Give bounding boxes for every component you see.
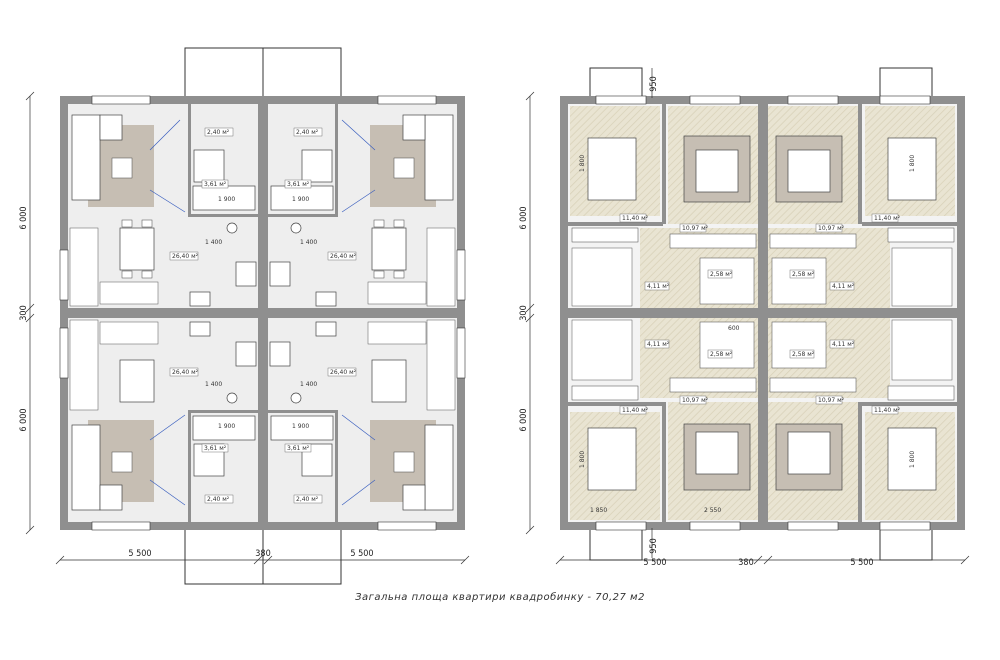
balcony-top-left — [184, 47, 264, 99]
right-wc-area-bottom-left: 2,58 м² — [710, 351, 733, 358]
right-dim-h-left: 5 500 — [643, 558, 666, 568]
right-wc-area-top-right: 2,58 м² — [792, 271, 815, 278]
right-hall-area-top-left: 4,11 м² — [647, 283, 670, 290]
right-dim-v-mid: 300 — [519, 305, 529, 320]
right-bedroom-area-bottom-left: 11,40 м² — [622, 407, 649, 414]
left-bath-width-bottom-right: 1 900 — [292, 423, 309, 430]
right-bedroom2-area-bottom-right: 10,97 м² — [818, 397, 845, 404]
balcony-bottom-left-r — [589, 527, 643, 561]
right-hall-area-bottom-left: 4,11 м² — [647, 341, 670, 348]
left-bath-width-top-left: 1 900 — [218, 196, 235, 203]
right-bed-size-top-left: 1 800 — [579, 155, 586, 172]
balcony-bottom-left — [184, 527, 264, 585]
center-wall-h — [68, 308, 457, 318]
balcony-bottom-right — [262, 527, 342, 585]
balcony-top-right-r — [879, 67, 933, 99]
balcony-bottom-right-r — [879, 527, 933, 561]
right-w600-top: 600 — [728, 325, 740, 332]
left-kitchen-width-bottom-right: 1 400 — [300, 381, 317, 388]
left-bath-area-bottom-right: 3,61 м² — [287, 445, 310, 452]
right-floor-plan: 11,40 м² 11,40 м² 11,40 м² 11,40 м² 10,9… — [519, 67, 970, 568]
right-wardrobe-size: 2 550 — [704, 507, 721, 514]
left-dim-v-bottom: 6 000 — [19, 408, 29, 431]
left-dim-v-top: 6 000 — [19, 206, 29, 229]
left-kitchen-width-bottom-left: 1 400 — [205, 381, 222, 388]
left-wc-area-top-right: 2,40 м² — [296, 129, 319, 136]
left-kitchen-width-top-left: 1 400 — [205, 239, 222, 246]
right-dim-balcony-top: 950 — [649, 76, 659, 91]
right-bed-size-bottom-right: 1 800 — [909, 451, 916, 468]
left-floor-plan: 2,40 м² 2,40 м² 2,40 м² 2,40 м² 3,61 м² … — [19, 47, 470, 585]
balcony-top-right — [262, 47, 342, 99]
right-bedroom-area-top-left: 11,40 м² — [622, 215, 649, 222]
left-dim-h-mid: 380 — [255, 549, 270, 559]
right-dim-v-bottom: 6 000 — [519, 408, 529, 431]
right-bed-size-top-right: 1 800 — [909, 155, 916, 172]
left-living-area-top-right: 26,40 м² — [330, 253, 357, 260]
left-bath-area-bottom-left: 3,61 м² — [204, 445, 227, 452]
right-dim-h-right: 5 500 — [850, 558, 873, 568]
left-dim-h-left: 5 500 — [128, 549, 151, 559]
left-wc-area-bottom-left: 2,40 м² — [207, 496, 230, 503]
left-dim-v-mid: 300 — [19, 305, 29, 320]
right-wc-area-bottom-right: 2,58 м² — [792, 351, 815, 358]
left-dim-h-right: 5 500 — [350, 549, 373, 559]
left-kitchen-width-top-right: 1 400 — [300, 239, 317, 246]
left-wc-area-bottom-right: 2,40 м² — [296, 496, 319, 503]
right-bedroom2-area-top-left: 10,97 м² — [682, 225, 709, 232]
right-hall-area-top-right: 4,11 м² — [832, 283, 855, 290]
balcony-top-left-r — [589, 67, 643, 99]
left-living-area-bottom-right: 26,40 м² — [330, 369, 357, 376]
right-bedroom2-area-top-right: 10,97 м² — [818, 225, 845, 232]
right-dim-v-top: 6 000 — [519, 206, 529, 229]
right-dim-h-mid: 380 — [738, 558, 753, 568]
left-bath-width-bottom-left: 1 900 — [218, 423, 235, 430]
left-living-area-bottom-left: 26,40 м² — [172, 369, 199, 376]
right-bed-size-bottom-left: 1 800 — [579, 451, 586, 468]
right-bedroom-area-top-right: 11,40 м² — [874, 215, 901, 222]
left-wc-area-top-left: 2,40 м² — [207, 129, 230, 136]
right-hall-area-bottom-right: 4,11 м² — [832, 341, 855, 348]
left-bath-width-top-right: 1 900 — [292, 196, 309, 203]
right-corner-size: 1 850 — [590, 507, 607, 514]
left-living-area-top-left: 26,40 м² — [172, 253, 199, 260]
total-area-caption: Загальна площа квартири квадробинку - 70… — [355, 592, 645, 603]
right-bedroom2-area-bottom-left: 10,97 м² — [682, 397, 709, 404]
right-dim-balcony-bottom: 950 — [649, 538, 659, 553]
right-wc-area-top-left: 2,58 м² — [710, 271, 733, 278]
left-bath-area-top-right: 3,61 м² — [287, 181, 310, 188]
right-bedroom-area-bottom-right: 11,40 м² — [874, 407, 901, 414]
left-bath-area-top-left: 3,61 м² — [204, 181, 227, 188]
